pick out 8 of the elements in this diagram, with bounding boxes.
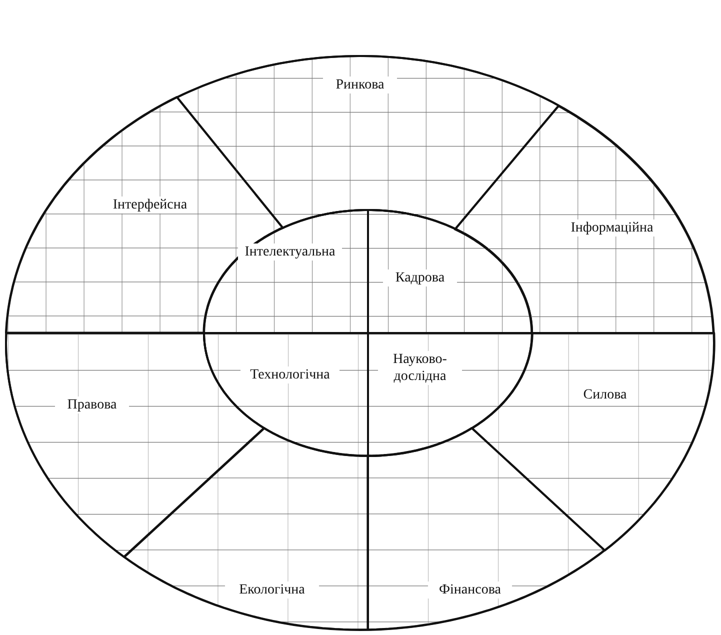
sector-label: Інтелектуальна [238,244,342,260]
sector-label: Технологічна [240,366,340,384]
sector-label: Правова [54,396,129,414]
sector-label: Ринкова [322,76,397,94]
sector-label: Кадрова [383,270,457,286]
sector-label: Екологічна [224,581,319,598]
sector-label: Фінансова [428,581,512,598]
sector-label: Науково-дослідна [378,351,462,385]
